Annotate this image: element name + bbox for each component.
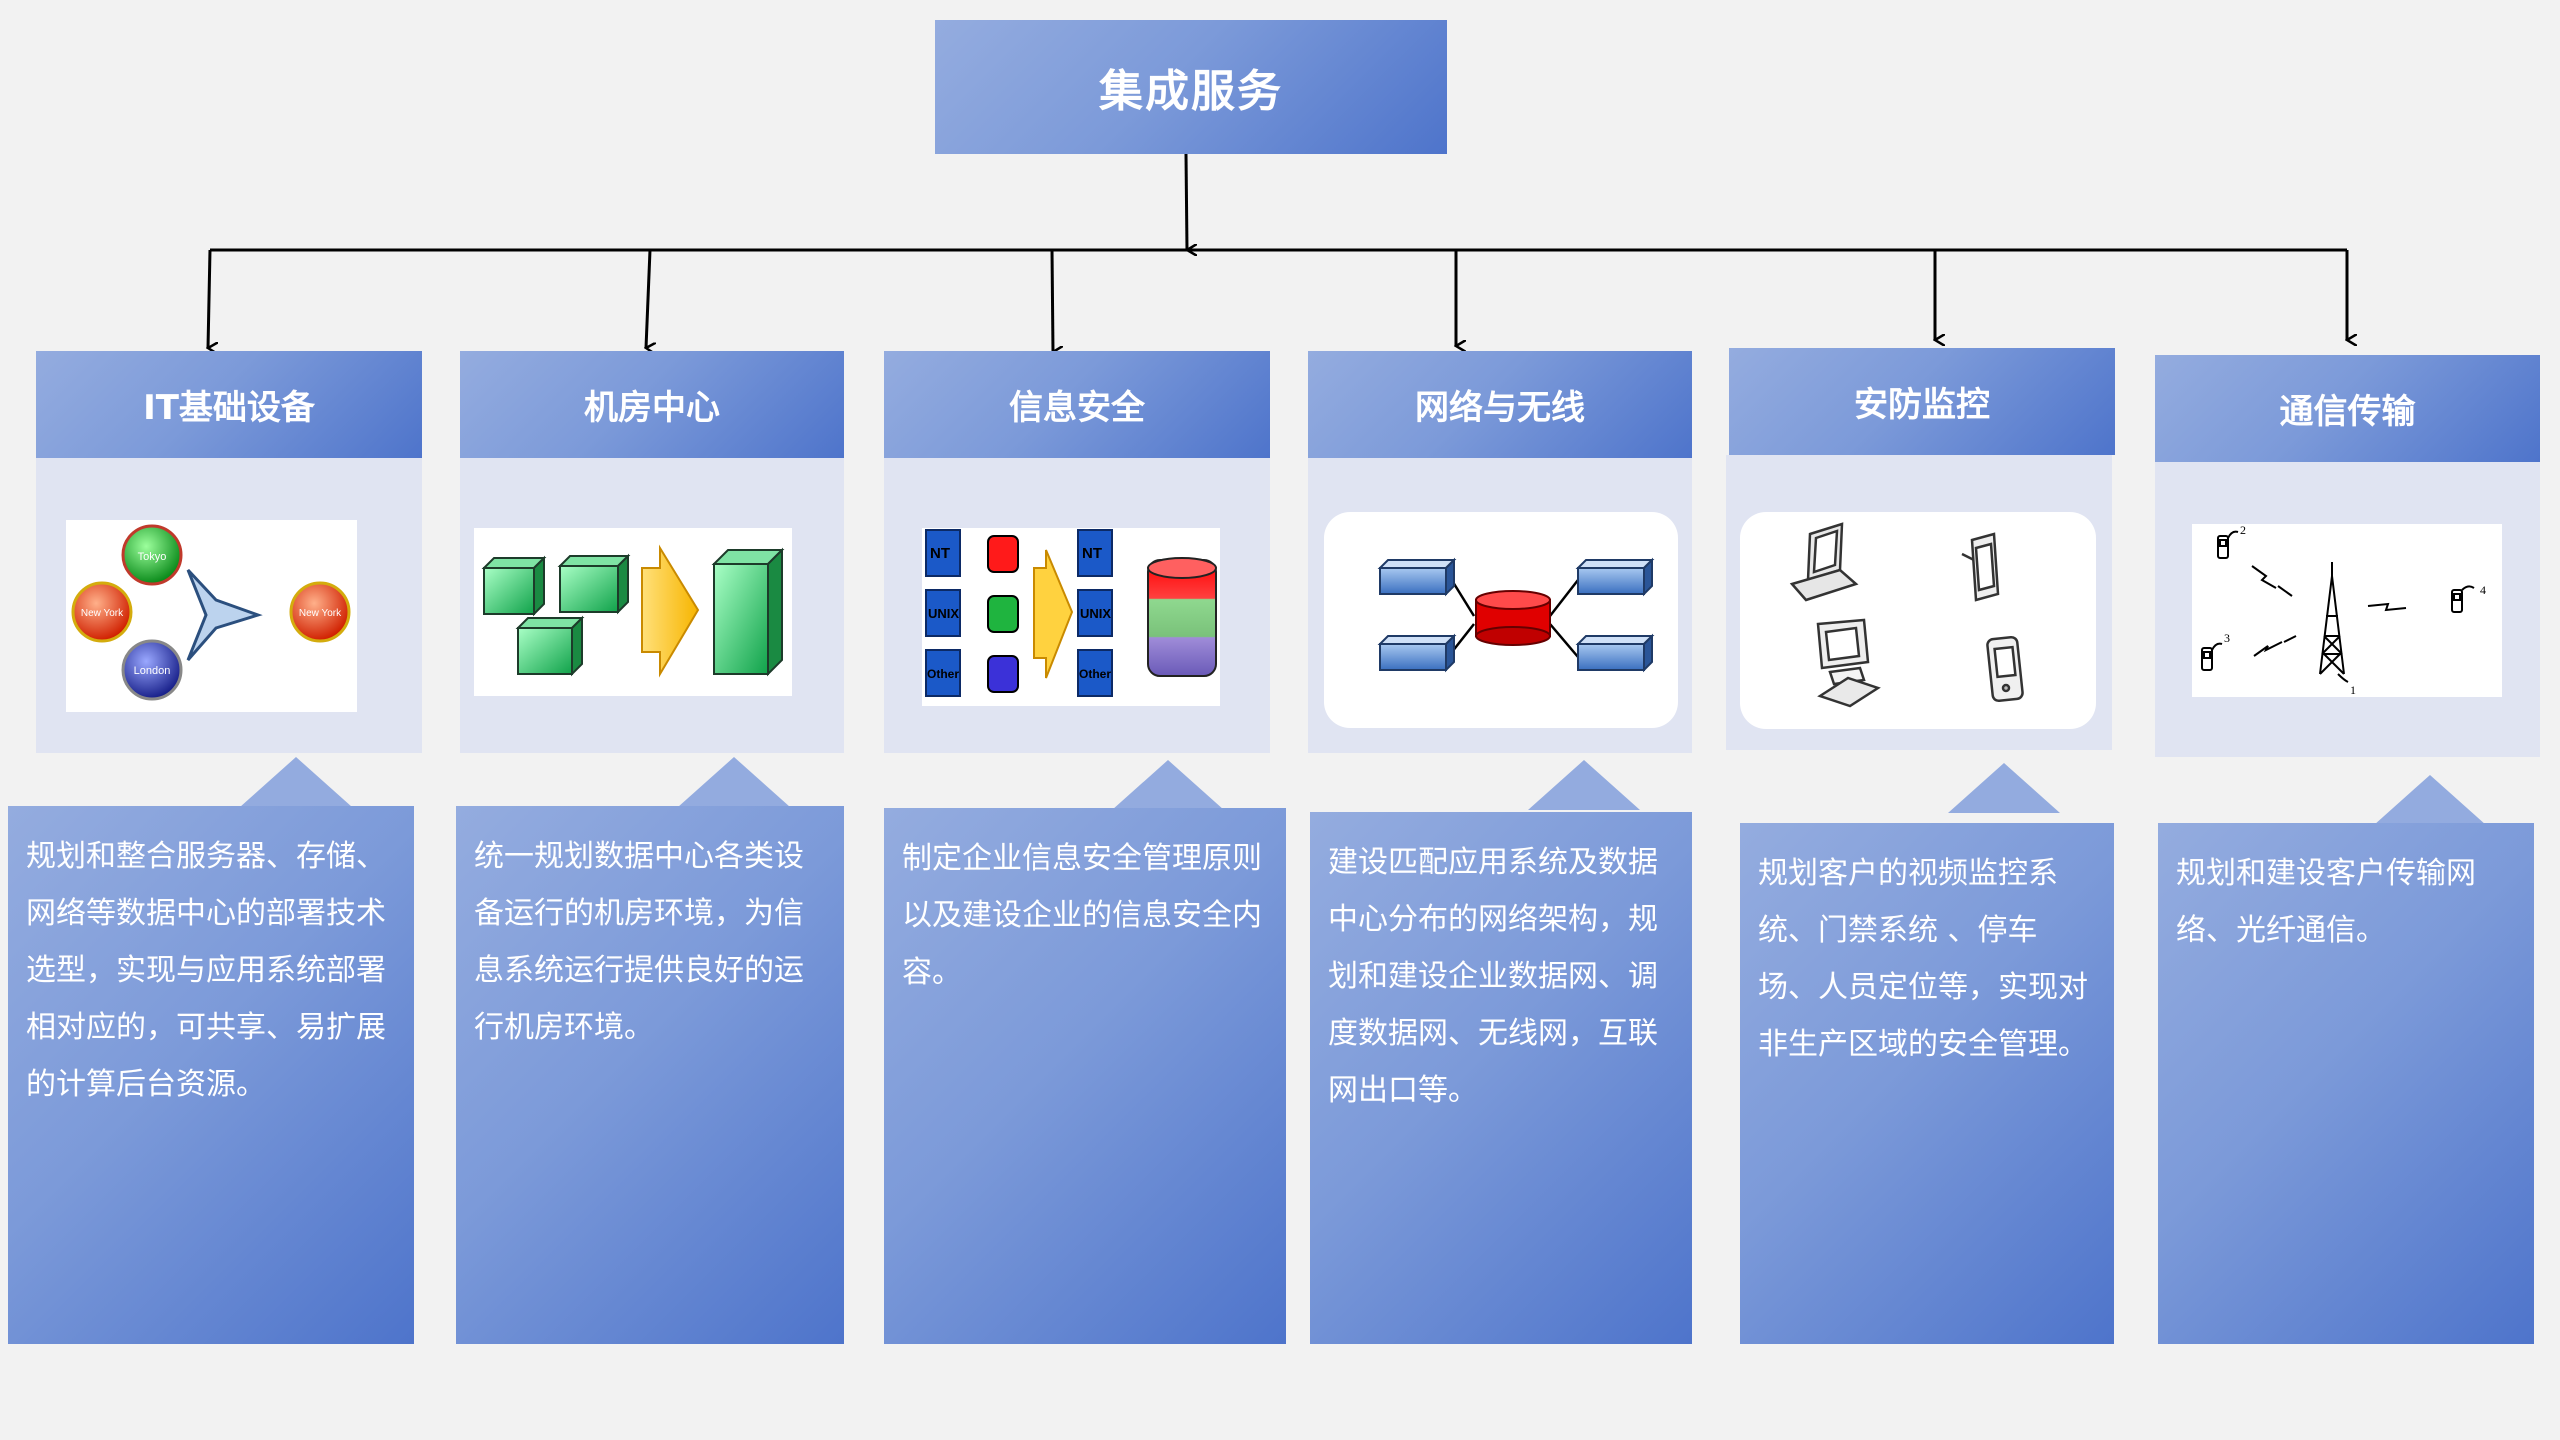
server-network-icon: Tokyo New York New York London: [66, 520, 357, 712]
svg-text:4: 4: [2480, 583, 2486, 597]
trunk-line: [1184, 153, 1187, 250]
callout-pointer: [2374, 775, 2486, 825]
column-header-telecom: 通信传输: [2155, 355, 2540, 462]
svg-text:1: 1: [2350, 683, 2356, 697]
svg-text:London: London: [134, 665, 171, 677]
column-description-it-infrastructure: 规划和整合服务器、存储、网络等数据中心的部署技术选型，实现与应用系统部署相对应的…: [8, 806, 414, 1344]
radio-tower-icon: 2 4 3 1: [2192, 524, 2502, 697]
column-header-infosec: 信息安全: [884, 351, 1270, 458]
cube-migration-icon: [474, 528, 792, 696]
svg-text:UNIX: UNIX: [1080, 606, 1111, 621]
column-description-network: 建设匹配应用系统及数据中心分布的网络架构，规划和建设企业数据网、调度数据网、无线…: [1310, 812, 1692, 1344]
column-description-security-monitoring: 规划客户的视频监控系统、门禁系统 、停车场、人员定位等，实现对非生产区域的安全管…: [1740, 823, 2114, 1344]
svg-text:Other: Other: [1079, 667, 1111, 681]
callout-pointer: [1528, 760, 1640, 810]
svg-text:Tokyo: Tokyo: [138, 551, 167, 563]
callout-pointer: [678, 757, 790, 807]
svg-text:NT: NT: [1082, 545, 1102, 562]
column-header-datacenter: 机房中心: [460, 351, 844, 458]
svg-text:NT: NT: [930, 545, 950, 562]
svg-text:3: 3: [2224, 631, 2230, 645]
column-header-it-infrastructure: IT基础设备: [36, 351, 422, 458]
svg-text:2: 2: [2240, 524, 2246, 537]
network-topology-icon: [1324, 512, 1678, 728]
callout-pointer: [1948, 763, 2060, 813]
column-header-network: 网络与无线: [1308, 351, 1692, 458]
surveillance-devices-icon: [1740, 512, 2096, 729]
svg-text:UNIX: UNIX: [928, 606, 959, 621]
page-title: 集成服务: [935, 20, 1447, 154]
column-description-telecom: 规划和建设客户传输网络、光纤通信。: [2158, 823, 2534, 1344]
branch-line-2: [646, 249, 650, 348]
svg-text:Other: Other: [927, 667, 959, 681]
column-header-security-monitoring: 安防监控: [1729, 348, 2115, 455]
column-description-datacenter: 统一规划数据中心各类设备运行的机房环境，为信息系统运行提供良好的运行机房环境。: [456, 806, 844, 1344]
callout-pointer: [1112, 760, 1224, 810]
branch-line-3: [1050, 249, 1053, 352]
callout-pointer: [240, 757, 352, 807]
branch-line-1: [208, 249, 210, 348]
svg-text:New York: New York: [81, 608, 124, 619]
svg-text:New York: New York: [299, 608, 342, 619]
column-description-infosec: 制定企业信息安全管理原则以及建设企业的信息安全内容。: [884, 808, 1286, 1344]
database-security-icon: NT UNIX Other NT UNIX Other: [922, 528, 1220, 706]
